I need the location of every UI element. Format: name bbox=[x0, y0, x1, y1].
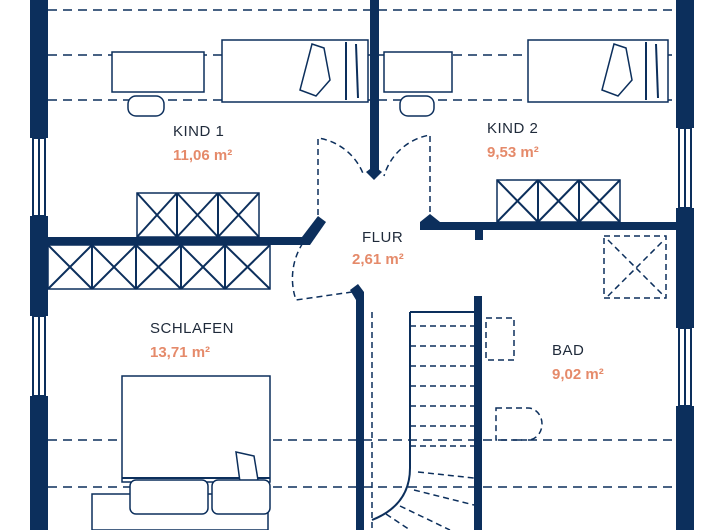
room-name: SCHLAFEN bbox=[150, 320, 234, 337]
room-area: 2,61 m² bbox=[352, 251, 404, 268]
interior-walls bbox=[48, 0, 676, 530]
room-area: 9,02 m² bbox=[552, 366, 604, 383]
door-swings bbox=[291, 134, 431, 301]
staircase bbox=[371, 311, 475, 530]
windows bbox=[32, 127, 692, 407]
room-flur: FLUR 2,61 m² bbox=[352, 229, 404, 268]
room-kind2: KIND 2 9,53 m² bbox=[487, 120, 539, 161]
washbasin bbox=[485, 317, 515, 361]
toilet bbox=[495, 407, 543, 441]
room-schlafen: SCHLAFEN 13,71 m² bbox=[150, 320, 234, 361]
room-bad: BAD 9,02 m² bbox=[552, 342, 604, 383]
bed-schlafen bbox=[91, 375, 271, 530]
desk-kind1 bbox=[111, 51, 205, 117]
wardrobe-kind1 bbox=[136, 192, 260, 238]
bed-kind2 bbox=[527, 39, 669, 103]
room-area: 11,06 m² bbox=[173, 147, 232, 164]
exterior-walls bbox=[30, 0, 694, 530]
room-name: FLUR bbox=[362, 229, 403, 246]
desk-kind2 bbox=[383, 51, 453, 117]
shower bbox=[603, 235, 667, 299]
room-area: 9,53 m² bbox=[487, 144, 539, 161]
wardrobe-schlafen bbox=[47, 244, 271, 290]
room-name: KIND 2 bbox=[487, 120, 538, 137]
room-name: KIND 1 bbox=[173, 123, 224, 140]
room-name: BAD bbox=[552, 342, 584, 359]
room-kind1: KIND 1 11,06 m² bbox=[173, 123, 232, 164]
wardrobe-kind2 bbox=[496, 179, 621, 223]
room-area: 13,71 m² bbox=[150, 344, 210, 361]
bed-kind1 bbox=[221, 39, 369, 103]
